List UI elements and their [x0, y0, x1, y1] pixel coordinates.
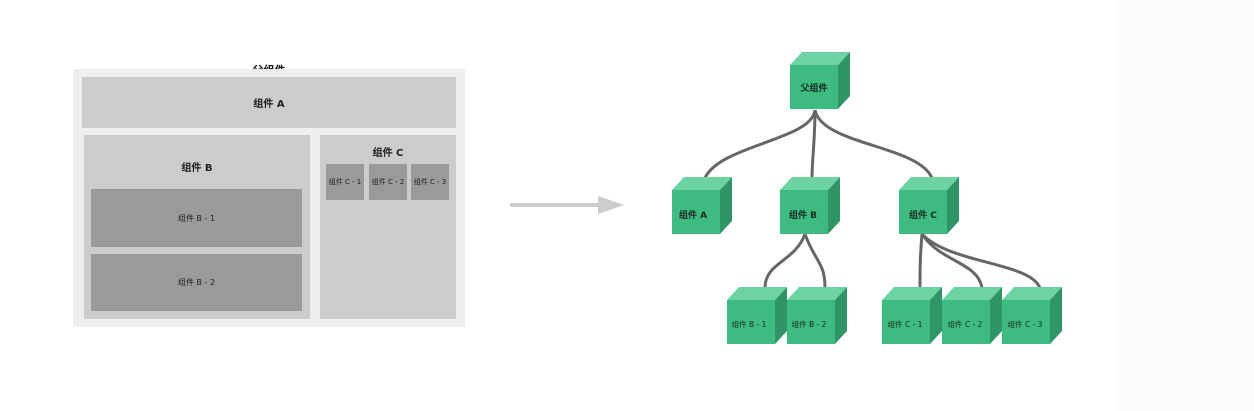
cube-component-b-1-label: 组件 B - 1: [732, 319, 767, 329]
connector-c-c3: [920, 232, 1042, 289]
cube-parent-label: 父组件: [799, 82, 827, 94]
connector-c-c2: [920, 233, 984, 289]
cube-component-a: 组件 A: [672, 177, 732, 234]
side-panel-background: [1116, 0, 1254, 411]
transform-arrow: [510, 196, 624, 214]
cube-component-b-2: 组件 B - 2: [787, 287, 847, 344]
cube-component-b-1: 组件 B - 1: [727, 287, 787, 344]
component-c-2-label: 组件 C - 2: [371, 178, 405, 186]
connector-b-b2: [803, 233, 827, 289]
cube-component-c-label: 组件 C: [909, 209, 937, 221]
component-a-label: 组件 A: [253, 99, 285, 110]
connector-root-a: [703, 109, 817, 179]
component-c-label: 组件 C: [372, 148, 404, 159]
tree-connectors: [703, 109, 1042, 289]
cube-component-c-3-label: 组件 C - 3: [1008, 319, 1043, 329]
connector-root-b: [810, 109, 817, 179]
component-a-box: 组件 A: [82, 77, 456, 128]
component-b-1-label: 组件 B - 1: [177, 213, 216, 223]
cube-component-b-2-label: 组件 B - 2: [792, 319, 827, 329]
connector-b-b1: [763, 233, 807, 289]
component-c-1-box: 组件 C - 1: [326, 164, 364, 200]
component-c-1-label: 组件 C - 1: [328, 178, 362, 186]
component-c-3-label: 组件 C - 3: [413, 178, 447, 186]
cube-component-a-label: 组件 A: [679, 209, 707, 221]
component-b-2-box: 组件 B - 2: [91, 254, 302, 311]
cube-component-b-label: 组件 B: [789, 209, 817, 221]
cube-component-b: 组件 B: [780, 177, 840, 234]
cube-parent: 父组件: [790, 52, 850, 109]
component-b-label: 组件 B: [181, 163, 213, 174]
cube-component-c-2: 组件 C - 2: [942, 287, 1002, 344]
cube-component-c-3: 组件 C - 3: [1002, 287, 1062, 344]
cube-component-c: 组件 C: [899, 177, 959, 234]
component-b-2-label: 组件 B - 2: [177, 278, 216, 287]
component-c-2-box: 组件 C - 2: [369, 164, 407, 200]
component-b-1-box: 组件 B - 1: [91, 189, 302, 247]
cube-component-c-1: 组件 C - 1: [882, 287, 942, 344]
cube-component-c-2-label: 组件 C - 2: [948, 319, 983, 329]
connector-c-c1: [918, 233, 924, 289]
cube-component-c-1-label: 组件 C - 1: [888, 319, 923, 329]
component-c-3-box: 组件 C - 3: [411, 164, 449, 200]
connector-root-c: [813, 109, 934, 179]
